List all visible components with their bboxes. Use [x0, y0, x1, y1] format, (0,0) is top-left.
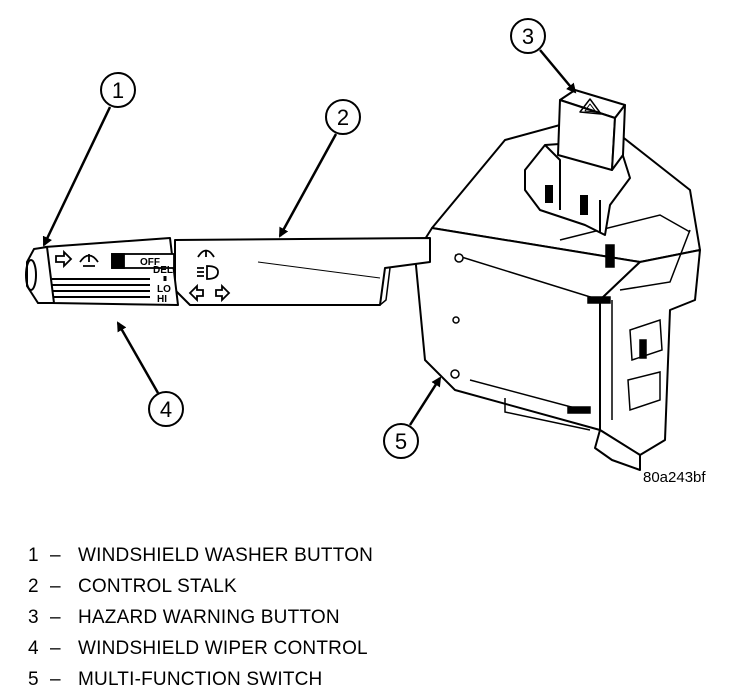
- legend-text: HAZARD WARNING BUTTON: [78, 607, 340, 628]
- parts-legend: 1–WINDSHIELD WASHER BUTTON 2–CONTROL STA…: [28, 540, 718, 695]
- multi-function-switch-illustration: OFF DEL LO HI 1 2 3 4 5 80a243bf: [25, 18, 706, 486]
- legend-dash: –: [50, 669, 61, 690]
- legend-number: 1: [28, 545, 39, 566]
- legend-text: MULTI-FUNCTION SWITCH: [78, 669, 323, 690]
- legend-item-1: 1–WINDSHIELD WASHER BUTTON: [28, 540, 718, 571]
- legend-number: 4: [28, 638, 39, 659]
- legend-text: CONTROL STALK: [78, 576, 237, 597]
- callout-5: 5: [383, 376, 442, 459]
- arrow-right-icon: [55, 249, 73, 269]
- windshield-washer-button[interactable]: [25, 245, 56, 304]
- stalk-label-del: DEL: [153, 265, 173, 276]
- stalk-symbols: [55, 249, 231, 303]
- figure-reference-code: 80a243bf: [643, 469, 706, 486]
- svg-text:3: 3: [522, 24, 534, 49]
- headlamp-icon: [197, 265, 219, 280]
- switch-body-details: [450, 214, 691, 431]
- legend-dash: –: [50, 607, 61, 628]
- hazard-housing-slots: [545, 185, 588, 215]
- legend-text: WINDSHIELD WASHER BUTTON: [78, 545, 374, 566]
- callout-3: 3: [510, 18, 577, 94]
- legend-number: 3: [28, 607, 39, 628]
- callout-1: 1: [42, 72, 136, 247]
- legend-item-5: 5–MULTI-FUNCTION SWITCH: [28, 664, 718, 695]
- legend-dash: –: [50, 545, 61, 566]
- wiper-control-ribs: [52, 278, 150, 298]
- svg-text:1: 1: [112, 78, 124, 103]
- wiper-icon: [197, 249, 215, 258]
- svg-text:4: 4: [160, 397, 172, 422]
- stalk-label-lo: LO: [157, 284, 171, 295]
- callout-2: 2: [278, 99, 361, 238]
- stalk-label-hi: HI: [157, 294, 167, 305]
- legend-item-4: 4–WINDSHIELD WIPER CONTROL: [28, 633, 718, 664]
- turn-signal-right-icon: [215, 283, 231, 303]
- stalk-label-off: OFF: [140, 257, 160, 268]
- control-stalk[interactable]: [174, 237, 431, 306]
- svg-text:2: 2: [337, 105, 349, 130]
- legend-number: 2: [28, 576, 39, 597]
- callout-4: 4: [116, 321, 184, 427]
- turn-signal-left-icon: [188, 283, 204, 303]
- svg-text:5: 5: [395, 429, 407, 454]
- hazard-warning-button[interactable]: [557, 89, 626, 171]
- legend-text: WINDSHIELD WIPER CONTROL: [78, 638, 368, 659]
- legend-item-2: 2–CONTROL STALK: [28, 571, 718, 602]
- wiper-washer-icon: [79, 254, 99, 267]
- legend-dash: –: [50, 638, 61, 659]
- legend-dash: –: [50, 576, 61, 597]
- legend-number: 5: [28, 669, 39, 690]
- legend-item-3: 3–HAZARD WARNING BUTTON: [28, 602, 718, 633]
- switch-body: [414, 124, 701, 471]
